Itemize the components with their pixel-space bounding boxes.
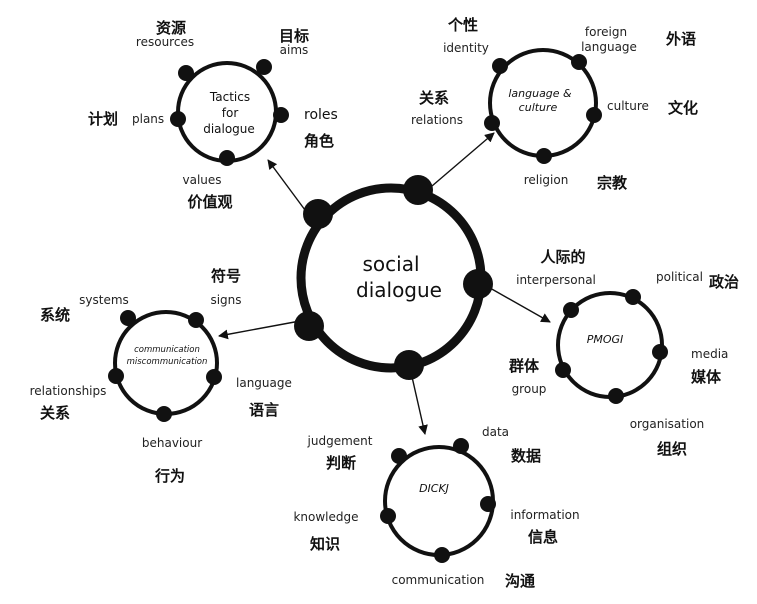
label-language-zh: 语言 xyxy=(249,401,279,419)
label-identity: identity xyxy=(443,41,489,55)
label-foreign-zh: 外语 xyxy=(665,30,696,48)
tactics-inner-line2: for xyxy=(222,106,239,120)
label-aims: aims xyxy=(280,43,309,57)
label-group: group xyxy=(512,382,547,396)
tactics-node: Tactics for dialogue xyxy=(170,59,289,166)
label-signs-zh: 符号 xyxy=(211,267,241,285)
tactics-inner-line3: dialogue xyxy=(203,122,255,136)
label-culture: culture xyxy=(607,99,649,113)
label-relationships-zh: 关系 xyxy=(40,404,70,422)
arrow-to-pmogi xyxy=(489,287,551,323)
label-relationships: relationships xyxy=(30,384,107,398)
label-organisation-zh: 组织 xyxy=(657,440,687,458)
label-knowledge-zh: 知识 xyxy=(310,535,340,553)
label-organisation: organisation xyxy=(630,417,705,431)
dickj-node: DICKJ xyxy=(380,438,496,563)
pmogi-inner: PMOGI xyxy=(587,333,624,346)
label-relations: relations xyxy=(411,113,463,127)
arrow-to-tactics xyxy=(267,159,306,211)
label-data: data xyxy=(482,425,509,439)
label-media-zh: 媒体 xyxy=(691,368,722,386)
label-information-zh: 信息 xyxy=(528,528,558,546)
label-information: information xyxy=(510,508,579,522)
comm-inner-line2: miscommunication xyxy=(127,357,208,367)
label-interpersonal: interpersonal xyxy=(516,273,596,287)
label-roles: roles xyxy=(304,107,338,123)
comm-inner-line1: communication xyxy=(134,345,200,355)
label-relations-zh: 关系 xyxy=(419,89,449,107)
label-plans: plans xyxy=(132,112,164,126)
label-systems-zh: 系统 xyxy=(40,306,70,324)
label-systems: systems xyxy=(79,293,129,307)
dickj-inner: DICKJ xyxy=(419,482,449,495)
label-judgement: judgement xyxy=(307,434,373,448)
label-group-zh: 群体 xyxy=(509,357,540,375)
tactics-inner-line1: Tactics xyxy=(209,90,250,104)
arrow-to-comm xyxy=(218,320,301,340)
pmogi-node: PMOGI xyxy=(555,289,668,404)
label-identity-zh: 个性 xyxy=(447,16,478,34)
arrow-to-language xyxy=(431,132,495,187)
label-political-zh: 政治 xyxy=(709,273,739,291)
label-judgement-zh: 判断 xyxy=(326,454,356,472)
label-signs: signs xyxy=(210,293,241,307)
label-aims-zh: 目标 xyxy=(279,27,309,45)
label-resources-zh: 资源 xyxy=(156,19,186,37)
label-interpersonal-zh: 人际的 xyxy=(540,248,585,266)
label-values: values xyxy=(182,173,221,187)
language-inner-line1: language & xyxy=(508,87,572,100)
label-values-zh: 价值观 xyxy=(187,193,232,211)
label-plans-zh: 计划 xyxy=(88,110,118,128)
label-culture-zh: 文化 xyxy=(668,99,698,117)
label-behaviour: behaviour xyxy=(142,436,202,450)
label-media: media xyxy=(691,347,728,361)
label-roles-zh: 角色 xyxy=(304,132,334,150)
label-data-zh: 数据 xyxy=(511,447,541,465)
communication-node: communication miscommunication xyxy=(108,310,222,422)
label-political: political xyxy=(656,270,703,284)
label-religion: religion xyxy=(524,173,569,187)
language-inner-line2: culture xyxy=(519,101,558,114)
label-religion-zh: 宗教 xyxy=(597,174,628,192)
center-title-line2: dialogue xyxy=(356,278,442,302)
label-communication: communication xyxy=(392,573,485,587)
label-foreign-line1: foreign xyxy=(585,25,627,39)
label-communication-zh: 沟通 xyxy=(505,572,535,590)
center-title-line1: social xyxy=(362,252,419,276)
language-culture-node: language & culture xyxy=(484,48,602,164)
label-knowledge: knowledge xyxy=(293,510,358,524)
label-foreign-line2: language xyxy=(581,40,637,54)
social-dialogue-node: social dialogue xyxy=(294,175,493,380)
label-language: language xyxy=(236,376,292,390)
label-resources: resources xyxy=(136,35,194,49)
label-behaviour-zh: 行为 xyxy=(154,467,185,485)
